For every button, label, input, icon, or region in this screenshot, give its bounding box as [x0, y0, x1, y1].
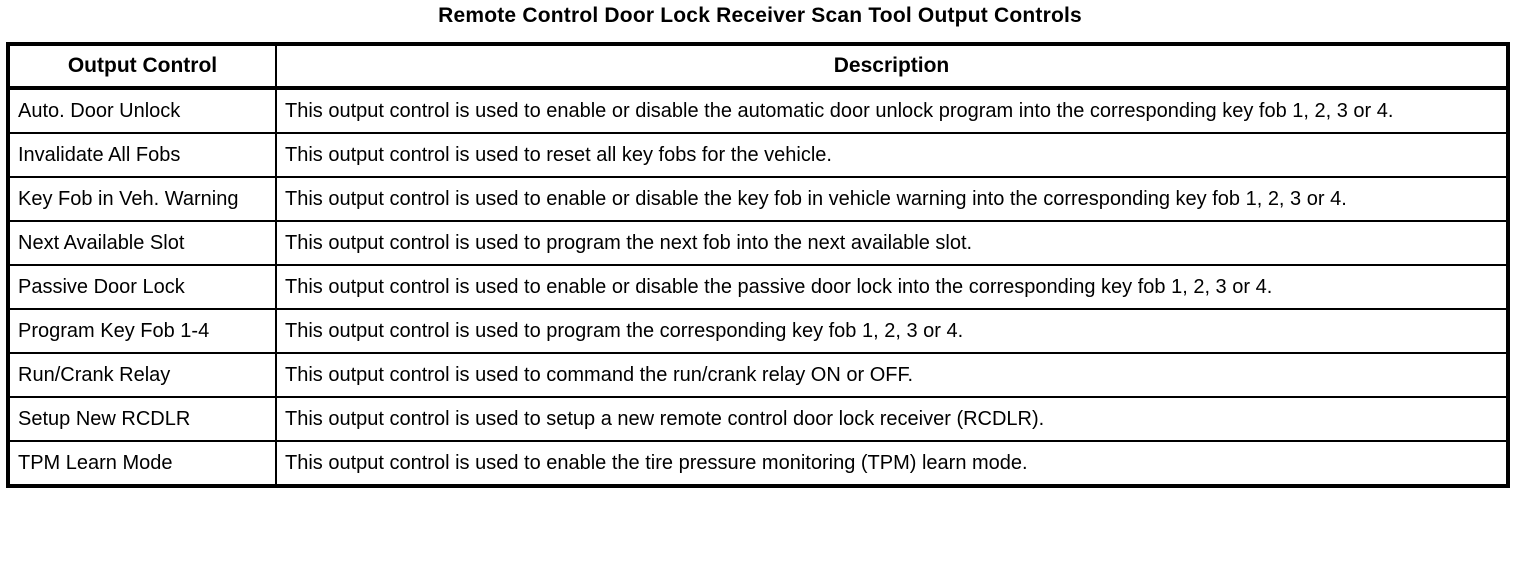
page-title: Remote Control Door Lock Receiver Scan T…	[438, 4, 1082, 27]
output-controls-table: Output Control Description Auto. Door Un…	[6, 42, 1510, 488]
table-row: Program Key Fob 1-4 This output control …	[7, 308, 1509, 354]
description-cell: This output control is used to program t…	[275, 308, 1509, 354]
table-row: Setup New RCDLR This output control is u…	[7, 396, 1509, 442]
description-cell: This output control is used to enable or…	[275, 87, 1509, 134]
table-header-row: Output Control Description	[7, 43, 1509, 90]
output-control-cell: Program Key Fob 1-4	[7, 308, 277, 354]
description-cell: This output control is used to reset all…	[275, 132, 1509, 178]
table-row: Run/Crank Relay This output control is u…	[7, 352, 1509, 398]
table-row: Invalidate All Fobs This output control …	[7, 132, 1509, 178]
output-control-cell: Setup New RCDLR	[7, 396, 277, 442]
output-control-cell: Key Fob in Veh. Warning	[7, 176, 277, 222]
column-header-description: Description	[275, 43, 1509, 90]
description-cell: This output control is used to command t…	[275, 352, 1509, 398]
table-row: Next Available Slot This output control …	[7, 220, 1509, 266]
output-control-cell: Passive Door Lock	[7, 264, 277, 310]
description-cell: This output control is used to enable or…	[275, 176, 1509, 222]
description-cell: This output control is used to enable or…	[275, 264, 1509, 310]
description-cell: This output control is used to enable th…	[275, 440, 1509, 487]
output-control-cell: Invalidate All Fobs	[7, 132, 277, 178]
table-row: Passive Door Lock This output control is…	[7, 264, 1509, 310]
output-control-cell: Run/Crank Relay	[7, 352, 277, 398]
table-row: TPM Learn Mode This output control is us…	[7, 440, 1509, 487]
output-control-cell: TPM Learn Mode	[7, 440, 277, 487]
description-cell: This output control is used to setup a n…	[275, 396, 1509, 442]
description-cell: This output control is used to program t…	[275, 220, 1509, 266]
output-control-cell: Auto. Door Unlock	[7, 87, 277, 134]
column-header-output-control: Output Control	[7, 43, 277, 90]
output-control-cell: Next Available Slot	[7, 220, 277, 266]
table-row: Auto. Door Unlock This output control is…	[7, 87, 1509, 134]
table-row: Key Fob in Veh. Warning This output cont…	[7, 176, 1509, 222]
